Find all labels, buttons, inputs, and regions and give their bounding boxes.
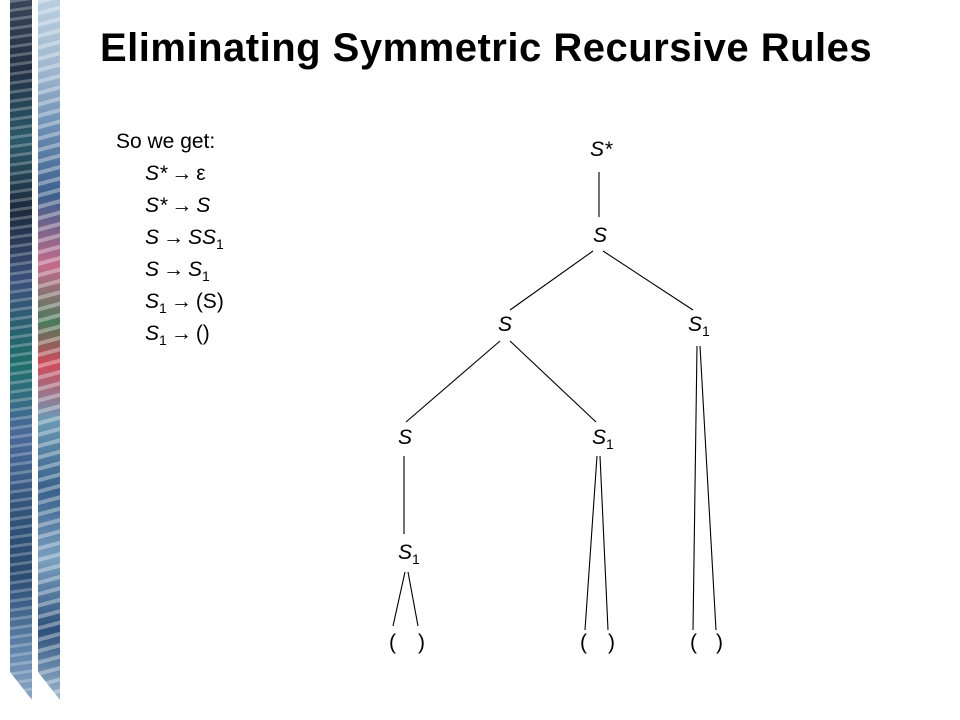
edge-s-left bbox=[509, 250, 594, 311]
tree-node-l4-left: S1 bbox=[398, 541, 420, 567]
tree-node-l2-left: S bbox=[498, 313, 513, 336]
rule-6: S1→() bbox=[145, 322, 210, 348]
rule-5: S1→(S) bbox=[145, 290, 224, 316]
decorative-strip-right bbox=[38, 0, 60, 700]
rule-2: S*→S bbox=[145, 194, 211, 217]
rule-4: S→S1 bbox=[145, 258, 210, 284]
edge-leaf3-close bbox=[699, 345, 717, 631]
tree-node-l3-right: S1 bbox=[592, 426, 614, 452]
decorative-strip-left bbox=[10, 0, 32, 700]
leaf-2-open-paren: ( bbox=[580, 631, 587, 654]
leaf-1-close-paren: ) bbox=[418, 631, 425, 654]
edge-leaf3-open bbox=[692, 345, 698, 631]
leaf-1-open-paren: ( bbox=[389, 631, 396, 654]
edge-leaf1-open bbox=[392, 571, 406, 627]
edge-leaf2-close bbox=[599, 455, 609, 631]
tree-node-l2-right: S1 bbox=[688, 313, 710, 339]
edge-l2-right bbox=[509, 340, 597, 423]
rule-1: S*→ε bbox=[145, 162, 206, 185]
edge-l2-left bbox=[405, 340, 501, 423]
leaf-3-close-paren: ) bbox=[716, 631, 723, 654]
tree-node-root: S* bbox=[590, 138, 613, 161]
tree-node-l3-left: S bbox=[398, 426, 413, 449]
edge-leaf1-close bbox=[407, 571, 419, 627]
rule-3: S→SS1 bbox=[145, 226, 224, 252]
slide-title: Eliminating Symmetric Recursive Rules bbox=[100, 26, 873, 70]
grammar-rules: So we get: S*→ε S*→S S→SS1 S→S1 S1→(S) S… bbox=[116, 126, 224, 350]
edge-s-right bbox=[602, 250, 694, 311]
leaf-3-open-paren: ( bbox=[690, 631, 697, 654]
edge-leaf2-open bbox=[584, 455, 598, 631]
leaf-2-close-paren: ) bbox=[608, 631, 615, 654]
rules-heading: So we get: bbox=[116, 130, 216, 153]
tree-node-s: S bbox=[593, 224, 608, 247]
